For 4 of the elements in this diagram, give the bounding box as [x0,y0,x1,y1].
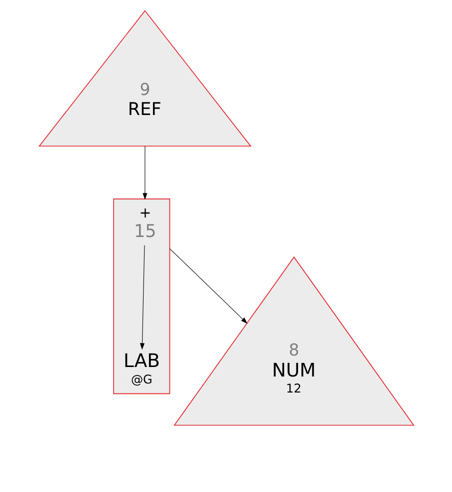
arrow [139,244,144,350]
arrow [168,248,247,324]
arrow [142,146,147,200]
node-text: LAB @G [123,351,160,386]
